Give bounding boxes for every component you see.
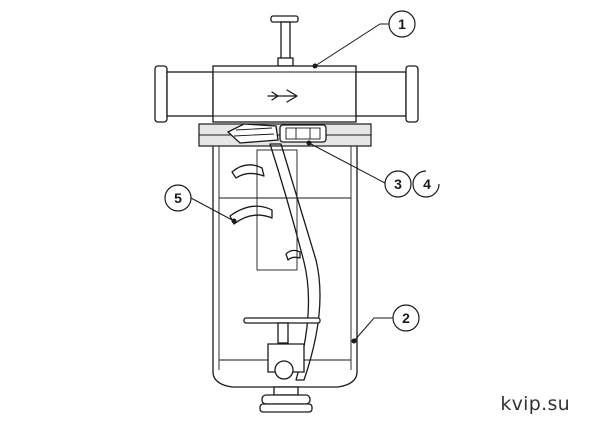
callout-2-label: 2 [402,310,410,326]
flow-direction-arrow-icon [267,89,298,103]
callout-4-label: 4 [423,176,431,192]
spiral-scraper [229,143,321,381]
bottom-drain [243,317,321,413]
filter-element [256,149,298,271]
clamp-ring [198,123,372,147]
callout-4: 4 [412,170,440,198]
callout-2: 2 [392,304,420,332]
inlet-pipe-housing [154,65,419,123]
watermark: kvip.su [500,393,570,415]
callout-3: 3 [384,170,412,198]
callout-5: 5 [164,184,192,212]
callout-5-label: 5 [174,190,182,206]
top-handle [270,15,299,67]
callout-3-label: 3 [394,176,402,192]
callout-leaders [190,23,393,344]
callout-1: 1 [388,10,416,38]
callout-1-label: 1 [398,16,406,32]
